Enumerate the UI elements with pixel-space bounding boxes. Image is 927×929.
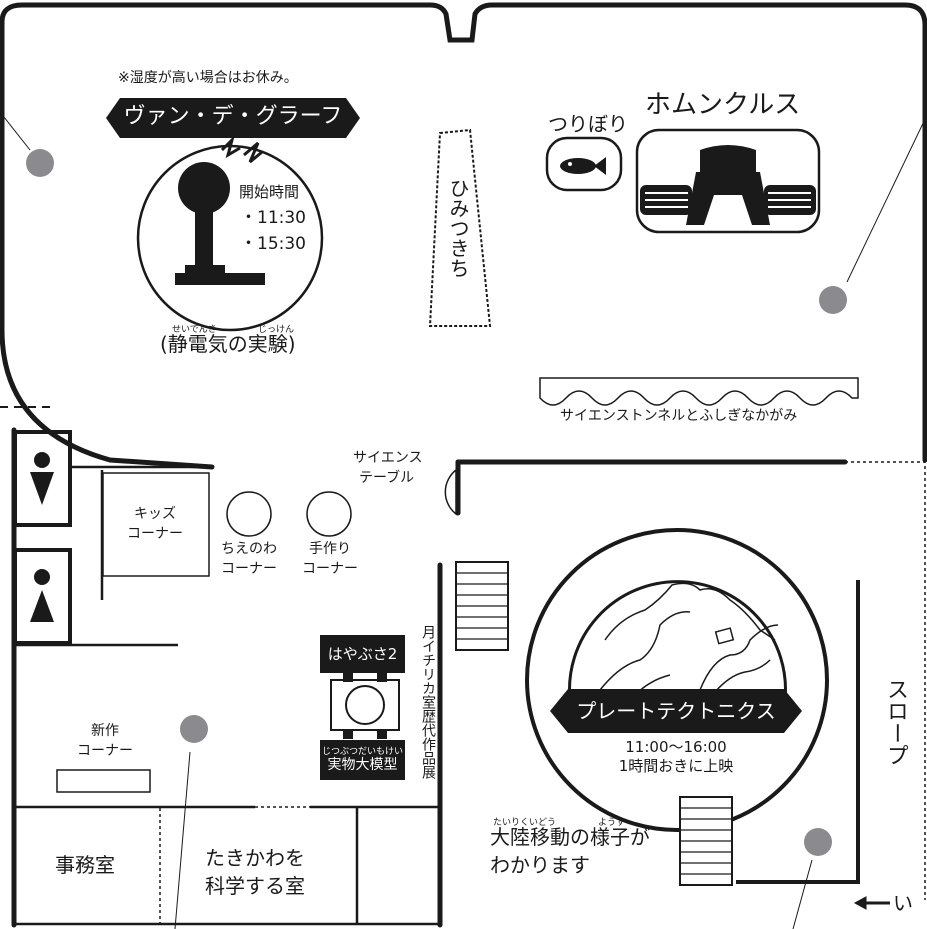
chienowa-corner-circle	[226, 491, 272, 537]
kids-corner-label-2: コーナー	[127, 526, 183, 542]
van-de-graaff-title: ヴァン・デ・グラーフ	[123, 104, 343, 129]
chienowa-label-2: コーナー	[221, 561, 277, 577]
himitsukichi-label: ひみつきち	[446, 178, 470, 278]
kids-corner-label-1: キッズ	[134, 506, 176, 522]
handmade-label-2: コーナー	[302, 561, 358, 577]
plate-tectonics-time: 11:00〜16:00	[625, 738, 727, 756]
van-de-graaff-generator-icon	[175, 134, 265, 285]
science-tunnel-shape	[539, 377, 859, 406]
plate-tectonics-ruby-left: たいりくいどう	[493, 818, 557, 828]
handmade-label-1: 手作り	[309, 541, 351, 557]
science-table-label-1: サイエンス	[353, 450, 423, 466]
stairs-left	[455, 561, 509, 651]
kids-corner-area	[102, 472, 210, 577]
plate-tectonics-desc-2: わかります	[490, 853, 590, 877]
van-de-graaff-ruby-left: せいでんき	[172, 325, 217, 335]
monthly-exhibit-label: 月イチリカ室歴代作品展	[420, 625, 436, 779]
van-de-graaff-title-banner	[106, 98, 360, 138]
plate-tectonics-dome	[568, 580, 787, 701]
science-tunnel-label: サイエンストンネルとふしぎなかがみ	[560, 408, 798, 424]
office-label: 事務室	[55, 853, 115, 877]
van-de-graaff-caption: (静電気の実験)	[160, 332, 296, 356]
van-de-graaff-time-1: ・11:30	[240, 208, 306, 228]
takikawa-room-label-1: たきかわを	[205, 846, 305, 870]
himitsukichi-area	[428, 128, 492, 327]
hayabusa-ruby: じつぶつだいもけい	[321, 747, 403, 757]
female-restroom-icon	[30, 569, 54, 622]
van-de-graaff-ruby-right: じっけん	[258, 325, 295, 335]
location-markers	[26, 149, 847, 856]
slope-label: スロープ	[883, 678, 908, 766]
handmade-corner-circle	[306, 491, 352, 537]
tsuribori-label: つりぼり	[548, 112, 628, 136]
plate-tectonics-title: プレートテクトニクス	[576, 699, 776, 723]
van-de-graaff-times-label: 開始時間	[239, 183, 300, 201]
hayabusa-title-plate	[320, 635, 405, 673]
interior-partitions	[14, 465, 440, 926]
entrance-label: い	[893, 891, 913, 915]
slope-wall	[736, 580, 860, 884]
hayabusa-title: はやぶさ2	[327, 645, 398, 663]
homunculus-label: ホムンクルス	[645, 90, 801, 120]
continent-map-lines	[599, 582, 779, 696]
new-works-table	[56, 769, 151, 793]
plate-tectonics-title-banner	[550, 689, 802, 733]
hayabusa-caption: 実物大模型	[327, 757, 398, 773]
homunculus-finger-lines	[645, 192, 811, 208]
restroom-block	[13, 430, 72, 645]
takikawa-room-label-2: 科学する室	[205, 874, 305, 898]
male-restroom-icon	[30, 452, 54, 505]
plate-tectonics-ruby-right: ようす	[598, 818, 626, 828]
new-works-label-2: コーナー	[77, 743, 133, 759]
plate-tectonics-interval: 1時間おきに上映	[618, 757, 734, 775]
fish-icon	[560, 157, 606, 175]
van-de-graaff-time-2: ・15:30	[240, 234, 306, 254]
plate-tectonics-desc-1: 大陸移動の様子が	[490, 825, 650, 849]
new-works-label-1: 新作	[91, 723, 119, 739]
stairs-bottom	[679, 796, 733, 886]
chienowa-label-1: ちえのわ	[221, 541, 277, 557]
plate-tectonics-theatre-outer	[525, 528, 829, 832]
hayabusa-caption-plate	[320, 740, 405, 780]
science-table-label-2: テーブル	[359, 470, 415, 486]
van-de-graaff-note: ※湿度が高い場合はお休み。	[118, 70, 298, 86]
marker-leader-lines	[0, 111, 927, 929]
hayabusa-model-icon	[330, 672, 400, 739]
entrance-arrow-icon	[853, 896, 890, 910]
science-table-shape	[444, 468, 457, 516]
